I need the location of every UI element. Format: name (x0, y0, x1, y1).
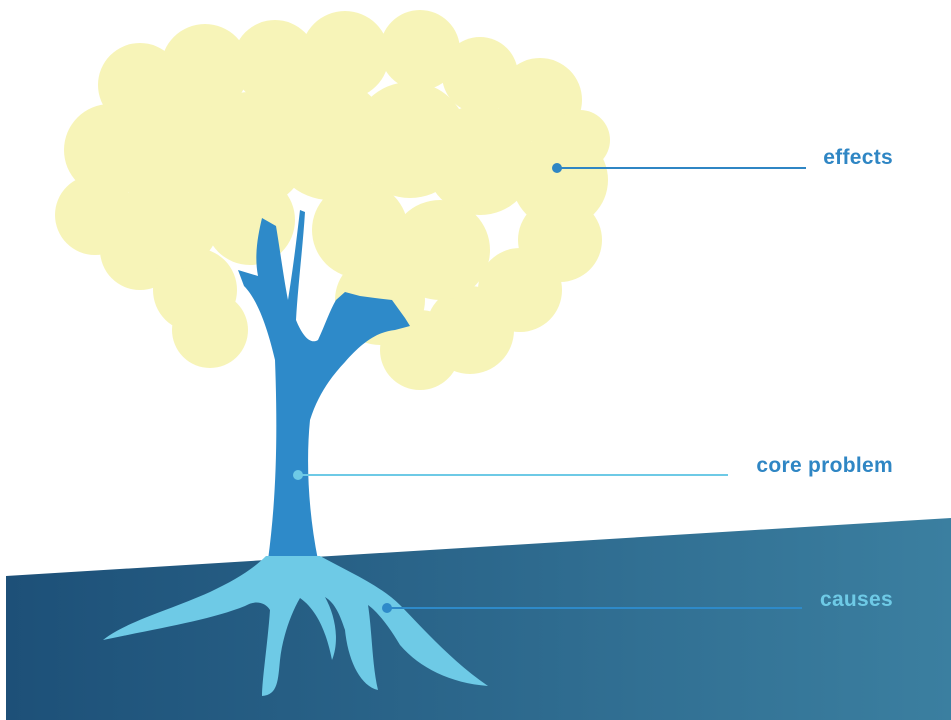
effects-dot (552, 163, 562, 173)
core-problem-connector (293, 470, 728, 480)
core-problem-dot (293, 470, 303, 480)
causes-dot (382, 603, 392, 613)
causes-label: causes (820, 588, 893, 612)
core-problem-label: core problem (756, 454, 893, 478)
effects-label: effects (823, 146, 893, 170)
